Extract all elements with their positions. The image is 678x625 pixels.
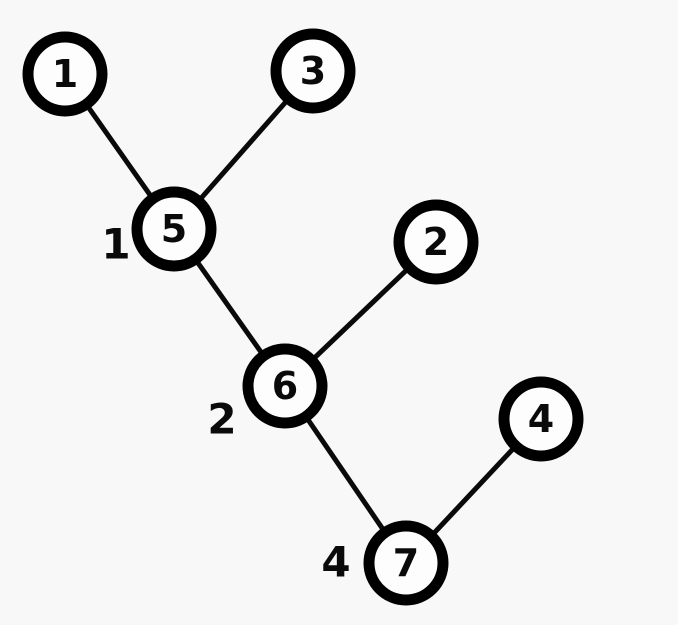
node-1-circle[interactable] <box>22 31 108 117</box>
node-7[interactable]: 7 <box>363 520 449 606</box>
node-5-circle[interactable] <box>131 186 217 272</box>
node-5-annotation: 1 <box>101 220 130 269</box>
node-3-label: 3 <box>300 49 326 93</box>
node-1-label: 1 <box>52 52 78 96</box>
node-4[interactable]: 4 <box>498 376 584 462</box>
node-7-label: 7 <box>393 541 419 585</box>
node-2-label: 2 <box>423 220 449 264</box>
node-6[interactable]: 6 <box>242 343 328 429</box>
node-3-circle[interactable] <box>270 28 356 114</box>
node-6-label: 6 <box>272 364 298 408</box>
node-2-circle[interactable] <box>393 199 479 285</box>
node-3[interactable]: 3 <box>270 28 356 114</box>
node-4-label: 4 <box>528 397 554 441</box>
node-7-annotation: 4 <box>321 538 350 587</box>
node-6-annotation: 2 <box>207 395 236 444</box>
node-5-label: 5 <box>161 207 187 251</box>
node-6-circle[interactable] <box>242 343 328 429</box>
node-2[interactable]: 2 <box>393 199 479 285</box>
node-5[interactable]: 5 <box>131 186 217 272</box>
node-4-circle[interactable] <box>498 376 584 462</box>
node-1[interactable]: 1 <box>22 31 108 117</box>
node-7-circle[interactable] <box>363 520 449 606</box>
